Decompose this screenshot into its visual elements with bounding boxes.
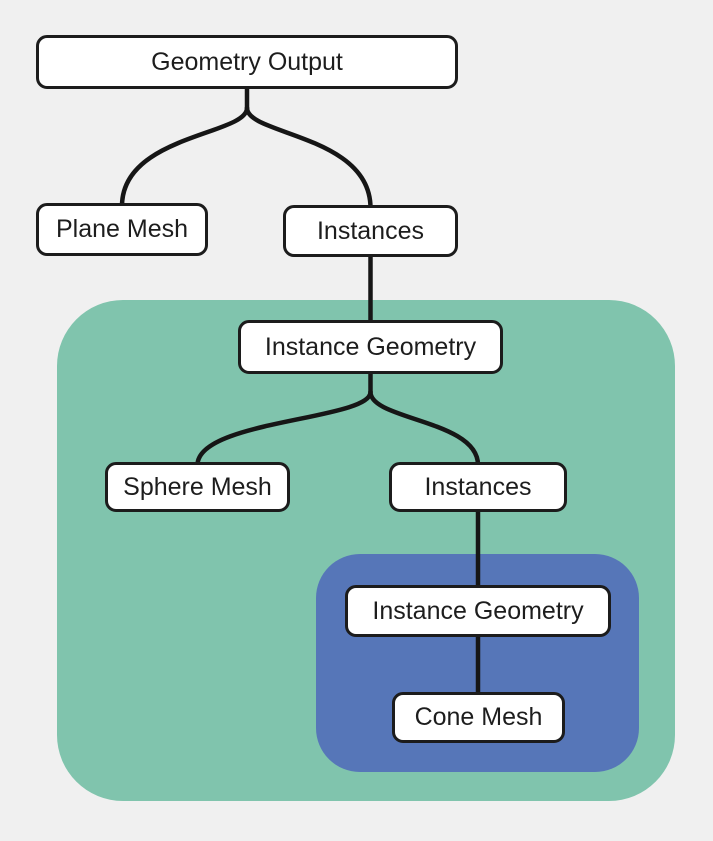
edge-instance-geometry-1-to-sphere-mesh xyxy=(195,389,373,468)
node-sphere-mesh: Sphere Mesh xyxy=(105,462,290,512)
node-plane-mesh: Plane Mesh xyxy=(36,203,208,256)
node-instance-geometry-2: Instance Geometry xyxy=(345,585,611,637)
node-cone-mesh: Cone Mesh xyxy=(392,692,565,743)
edge-instance-geometry-1-to-instances-2 xyxy=(368,389,481,468)
node-instances-2: Instances xyxy=(389,462,567,512)
edge-geometry-output-to-plane-mesh xyxy=(119,105,250,209)
node-instances-1: Instances xyxy=(283,205,458,257)
node-instance-geometry-1: Instance Geometry xyxy=(238,320,503,374)
edge-geometry-output-to-instances-1 xyxy=(244,105,373,211)
node-geometry-output: Geometry Output xyxy=(36,35,458,89)
